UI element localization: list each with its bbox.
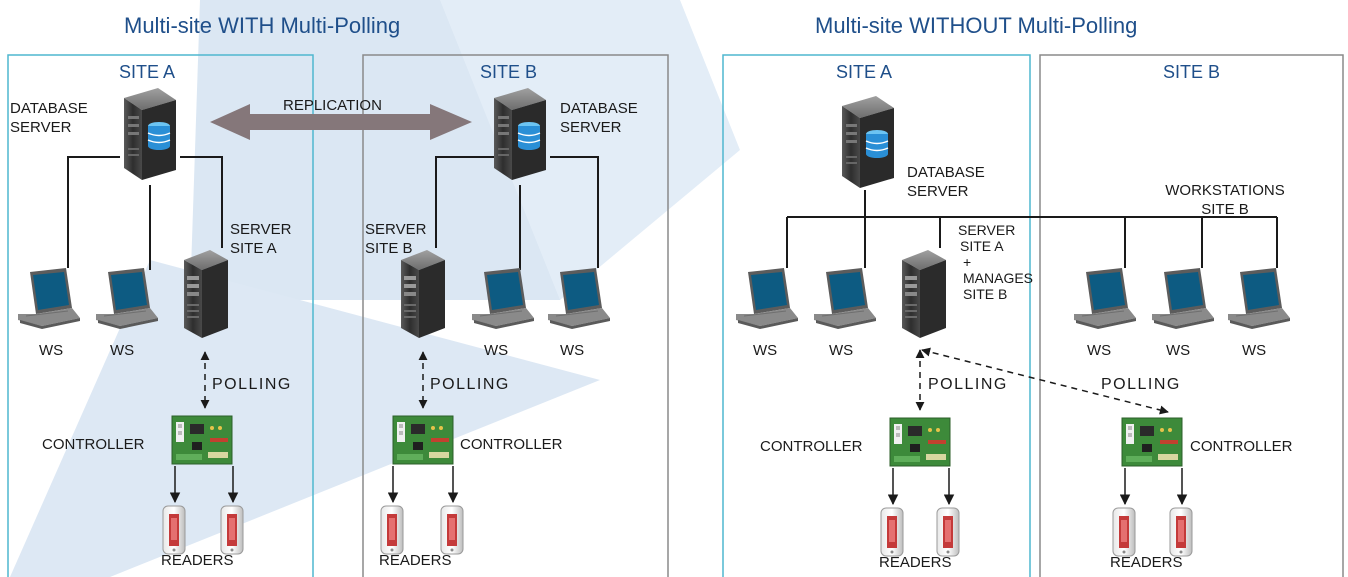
ws-label: WS (1087, 342, 1112, 359)
polling-label: POLLING (928, 376, 1008, 393)
card-reader-icon (162, 505, 186, 555)
database-server-icon (123, 87, 177, 181)
card-reader-icon (880, 507, 904, 557)
ws-label: WS (1166, 342, 1191, 359)
ws-label: WS (829, 342, 854, 359)
laptop-icon (1227, 267, 1291, 330)
readers-label: READERS (379, 552, 452, 569)
reader-arrows (169, 466, 1188, 506)
card-reader-icon (440, 505, 464, 555)
server-label: SERVER SITE A + MANAGES SITE B (958, 222, 1034, 302)
watermark-shape (440, 0, 740, 300)
ws-label: WS (484, 342, 509, 359)
laptop-icon (813, 267, 877, 330)
laptop-icon (1073, 267, 1137, 330)
controller-label: CONTROLLER (1190, 438, 1293, 455)
readers-label: READERS (161, 552, 234, 569)
polling-label: POLLING (1101, 376, 1181, 393)
laptop-icon (1151, 267, 1215, 330)
site-b-title: SITE B (480, 62, 538, 82)
card-reader-icon (1169, 507, 1193, 557)
controller-board-icon (1121, 417, 1183, 467)
polling-arrows (200, 347, 1169, 415)
controller-label: CONTROLLER (760, 438, 863, 455)
readers-label: READERS (879, 554, 952, 571)
replication-label: REPLICATION (283, 97, 382, 114)
controller-board-icon (889, 417, 951, 467)
laptop-icon (17, 267, 81, 330)
database-server-icon (841, 95, 895, 189)
watermark-shape (10, 260, 600, 577)
ws-label: WS (560, 342, 585, 359)
readers-label: READERS (1110, 554, 1183, 571)
card-reader-icon (936, 507, 960, 557)
replication-arrow (210, 104, 472, 140)
site-b-title: SITE B (1163, 62, 1221, 82)
site-frame (7, 54, 1344, 577)
ws-label: WS (39, 342, 64, 359)
polling-label: POLLING (430, 376, 510, 393)
tower-server-icon (902, 250, 946, 338)
ws-label: WS (110, 342, 135, 359)
ws-label: WS (1242, 342, 1267, 359)
controller-board-icon (171, 415, 233, 465)
tower-server-icon (401, 250, 445, 338)
database-server-icon (493, 87, 547, 181)
card-reader-icon (1112, 507, 1136, 557)
card-reader-icon (220, 505, 244, 555)
network-lines (67, 156, 1278, 270)
controller-board-icon (392, 415, 454, 465)
site-a-title: SITE A (836, 62, 893, 82)
left-panel-title: Multi-site WITH Multi-Polling (124, 13, 401, 38)
polling-label: POLLING (212, 376, 292, 393)
tower-server-icon (184, 250, 228, 338)
controller-label: CONTROLLER (42, 436, 145, 453)
ws-label: WS (753, 342, 778, 359)
card-reader-icon (380, 505, 404, 555)
controller-label: CONTROLLER (460, 436, 563, 453)
site-a-title: SITE A (119, 62, 176, 82)
laptop-icon (735, 267, 799, 330)
right-panel-title: Multi-site WITHOUT Multi-Polling (815, 13, 1138, 38)
